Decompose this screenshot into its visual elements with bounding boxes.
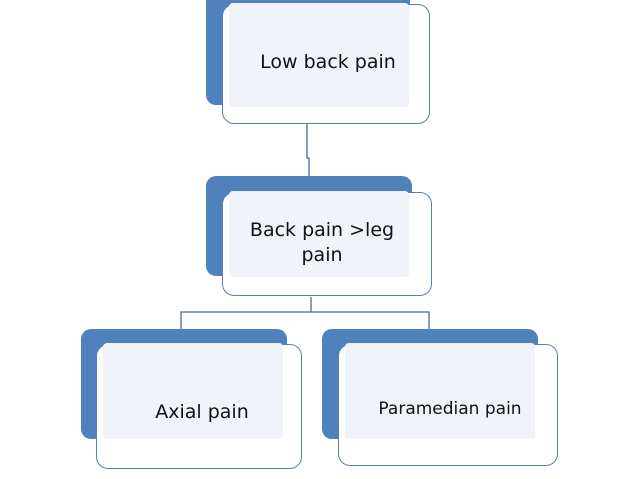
connector-middle-to-children bbox=[180, 297, 312, 330]
connector-middle-to-right bbox=[311, 311, 430, 330]
connector-root-to-middle bbox=[306, 124, 310, 192]
